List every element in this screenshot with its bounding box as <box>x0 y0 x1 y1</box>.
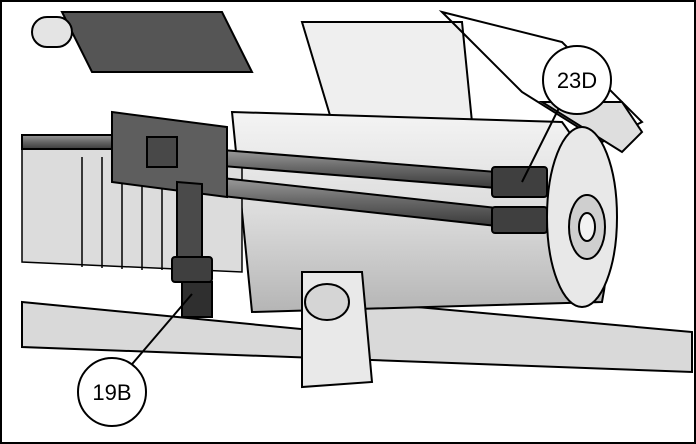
callout-23d-label: 23D <box>557 68 597 93</box>
wiring-harness <box>21 134 498 228</box>
frame-structure <box>21 10 693 374</box>
mounting-bracket <box>301 271 374 389</box>
callout-23d: 23D <box>521 45 612 183</box>
connector-23d <box>491 166 548 234</box>
callout-19b-label: 19B <box>92 380 131 405</box>
callout-19b-bubble <box>77 357 147 427</box>
junction-block <box>111 110 228 264</box>
callout-19b: 19B <box>77 293 193 427</box>
connector-19b <box>171 256 213 318</box>
callout-19b-leader <box>126 293 193 371</box>
callout-23d-leader <box>521 101 563 183</box>
callout-23d-bubble <box>542 45 612 115</box>
